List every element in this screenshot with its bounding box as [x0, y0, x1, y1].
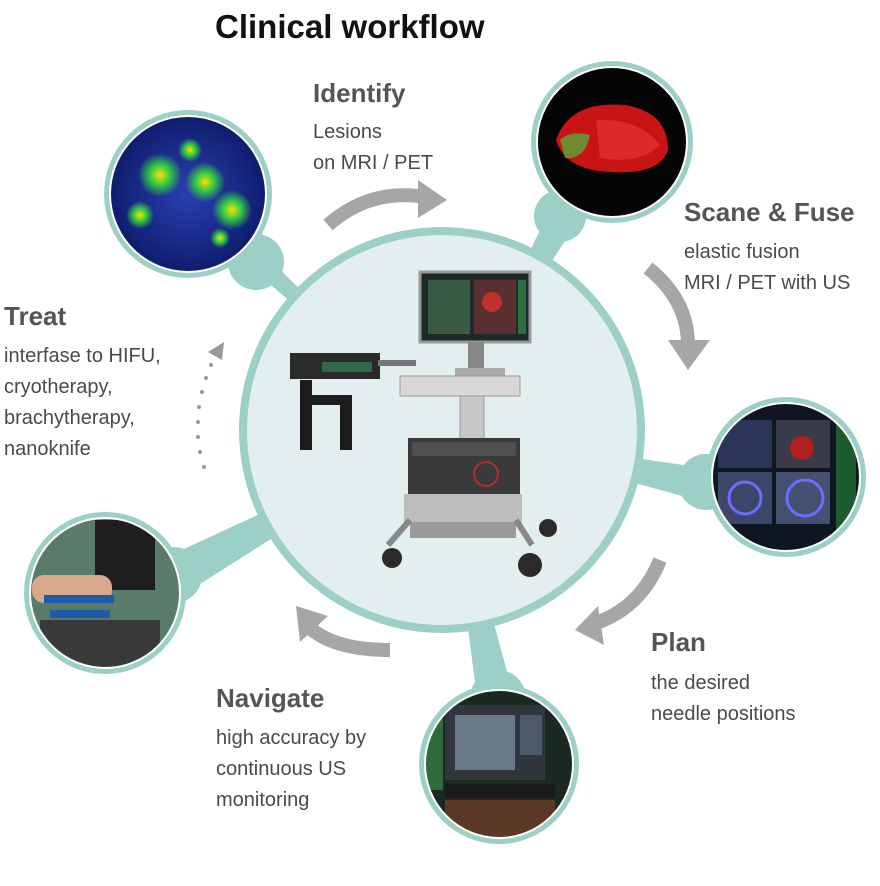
- treat-line: brachytherapy,: [4, 407, 135, 429]
- navigate-heading: Navigate: [216, 683, 325, 713]
- navigate-line: continuous US: [216, 758, 347, 780]
- arrow-navigate-to-treat: [305, 622, 391, 657]
- treat-line: interfase to HIFU,: [4, 345, 161, 367]
- navigate-description: high accuracy by continuous US monitorin…: [216, 723, 366, 816]
- navigate-line: high accuracy by: [216, 727, 367, 749]
- dotted-arrow-treat: [196, 342, 224, 469]
- ultrasound-cart-illustration: [290, 270, 557, 577]
- identify-line: on MRI / PET: [313, 152, 434, 174]
- plan-line: needle positions: [651, 703, 796, 725]
- treat-line: cryotherapy,: [4, 376, 113, 398]
- identify-heading: Identify: [313, 78, 406, 108]
- treat-line: nanoknife: [4, 438, 91, 460]
- treat-heading: Treat: [4, 301, 67, 331]
- scan-fuse-line: elastic fusion: [684, 241, 800, 263]
- scan-fuse-image: [537, 67, 687, 217]
- scan-fuse-line: MRI / PET with US: [684, 272, 851, 294]
- center-image: [247, 235, 637, 625]
- plan-description: the desired needle positions: [651, 668, 796, 730]
- navigate-line: monitoring: [216, 789, 310, 811]
- identify-line: Lesions: [313, 121, 382, 143]
- arrow-identify-to-fuse: [323, 188, 427, 231]
- plan-line: the desired: [651, 672, 750, 694]
- diagram-title: Clinical workflow: [215, 8, 485, 45]
- arrow-plan-to-navigate: [587, 557, 667, 632]
- plan-heading: Plan: [651, 627, 706, 657]
- arrow-heads: [296, 180, 710, 645]
- node-outlines: [29, 66, 861, 839]
- arrow-fuse-to-plan: [643, 262, 695, 346]
- workflow-arrows: [305, 188, 695, 657]
- scan-fuse-heading: Scane & Fuse: [684, 197, 855, 227]
- scan-fuse-description: elastic fusion MRI / PET with US: [684, 237, 850, 299]
- identify-description: Lesions on MRI / PET: [313, 117, 433, 179]
- treat-image: [30, 518, 180, 668]
- treat-description: interfase to HIFU, cryotherapy, brachyth…: [4, 341, 161, 465]
- plan-image: [712, 403, 860, 551]
- identify-image: [110, 116, 266, 272]
